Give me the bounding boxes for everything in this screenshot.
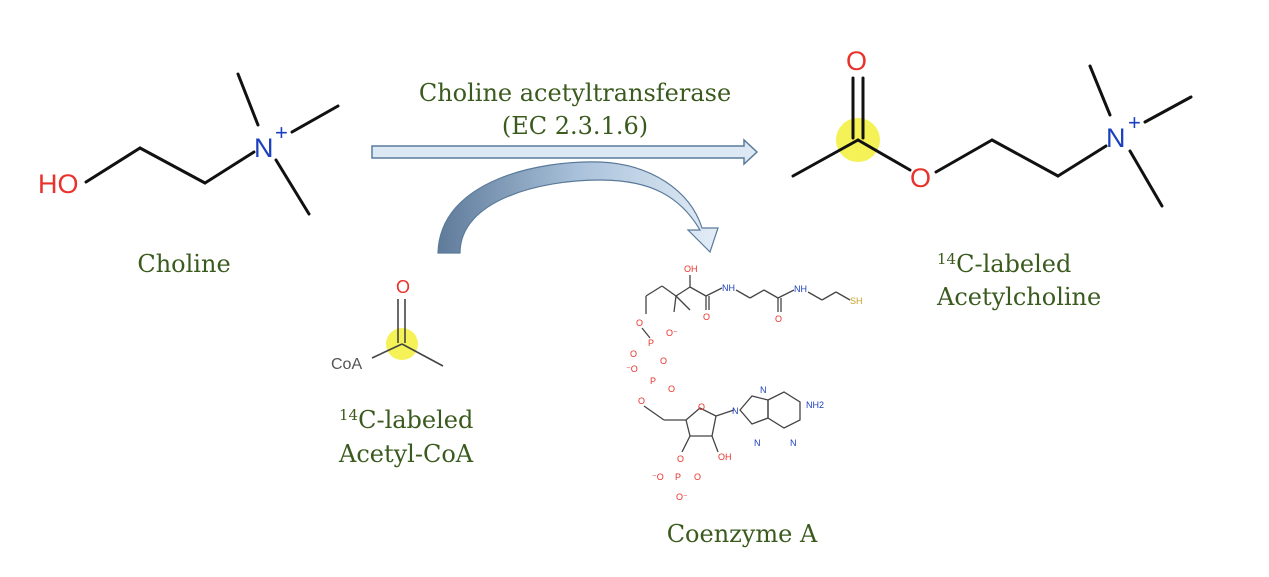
- svg-text:O: O: [703, 312, 710, 322]
- acetyl-coa-structure: O CoA: [331, 277, 444, 373]
- choline-label: Choline: [137, 250, 230, 278]
- acetyl-coa-label-line1: 14C-labeled: [339, 406, 473, 434]
- svg-text:⁻O: ⁻O: [652, 472, 664, 482]
- svg-text:O: O: [677, 454, 684, 464]
- enzyme-ec-number: (EC 2.3.1.6): [502, 112, 648, 140]
- svg-text:⁻O: ⁻O: [626, 364, 638, 374]
- svg-text:P: P: [648, 338, 654, 348]
- enzyme-name: Choline acetyltransferase: [419, 79, 731, 107]
- acetyl-coa-label-line2: Acetyl-CoA: [338, 440, 474, 468]
- svg-text:N: N: [732, 406, 739, 416]
- svg-text:O: O: [660, 356, 667, 366]
- acetylcholine-n-atom: N: [1106, 123, 1126, 153]
- acetyl-coa-coa-group: CoA: [331, 356, 362, 373]
- svg-text:O: O: [694, 472, 701, 482]
- svg-text:P: P: [675, 472, 681, 482]
- svg-text:N: N: [790, 438, 797, 448]
- svg-text:O: O: [630, 349, 637, 359]
- choline-charge: +: [275, 120, 288, 145]
- choline-n-atom: N: [254, 133, 274, 163]
- acetylcholine-label-line2: Acetylcholine: [936, 283, 1101, 311]
- acetylcholine-carbonyl-o: O: [846, 46, 867, 76]
- svg-text:N: N: [760, 385, 767, 395]
- acetylcholine-label-line1: 14C-labeled: [937, 250, 1071, 278]
- svg-text:P: P: [650, 376, 656, 386]
- svg-text:SH: SH: [850, 296, 863, 306]
- acetyl-coa-o-atom: O: [396, 277, 410, 297]
- svg-text:O: O: [698, 402, 705, 412]
- coenzyme-a-structure: OH O NH O NH SH O P O⁻ O O ⁻O P O: [626, 264, 863, 502]
- choline-structure: HO N +: [38, 72, 340, 216]
- acetylcholine-charge: +: [1128, 110, 1141, 135]
- svg-text:NH: NH: [722, 283, 735, 293]
- svg-text:OH: OH: [718, 452, 732, 462]
- acetylcholine-ester-o: O: [910, 163, 931, 193]
- reaction-arrow: [371, 138, 759, 166]
- svg-text:O⁻: O⁻: [676, 492, 688, 502]
- choline-ho-atom: HO: [38, 169, 79, 199]
- svg-text:NH2: NH2: [806, 400, 824, 410]
- svg-text:O⁻: O⁻: [666, 328, 678, 338]
- coenzyme-a-label: Coenzyme A: [667, 520, 818, 548]
- svg-text:O: O: [636, 318, 643, 328]
- curved-arrow: [437, 161, 719, 254]
- svg-text:O: O: [638, 396, 645, 406]
- svg-text:OH: OH: [684, 264, 698, 274]
- acetylcholine-structure: O O N +: [791, 46, 1193, 208]
- svg-text:N: N: [754, 438, 761, 448]
- svg-text:O: O: [775, 314, 782, 324]
- svg-text:NH: NH: [794, 284, 807, 294]
- svg-text:O: O: [668, 384, 675, 394]
